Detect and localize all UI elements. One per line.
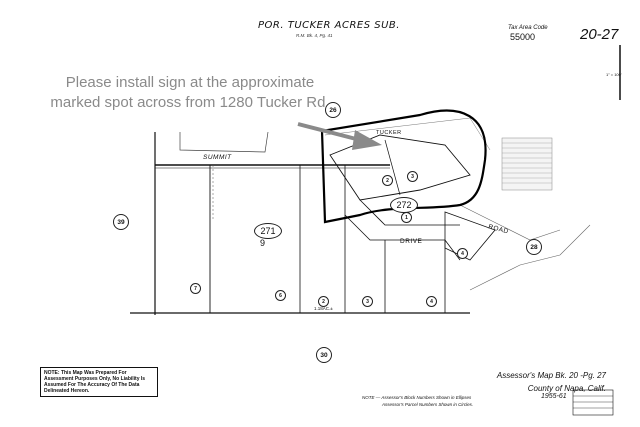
install-sign-annotation: Please install sign at the approximate m… [40, 73, 340, 113]
assessor-line-1: Assessor's Map Bk. 20 -Pg. 27 [496, 371, 606, 380]
annotation-line-1: Please install sign at the approximate [65, 74, 315, 91]
parcel-2-area: 1.18AC.± [314, 306, 333, 311]
map-title: POR. TUCKER ACRES SUB. [258, 20, 400, 31]
parcel-6: 6 [275, 290, 286, 301]
tax-area-code: 55000 [510, 32, 536, 42]
parcel-1: 1 [401, 212, 412, 223]
footnote-line-1: NOTE — Assessor's Block Numbers Shown in… [362, 395, 472, 400]
scale-label: 1" = 100' [606, 72, 622, 77]
parcel-2-top: 2 [382, 175, 393, 186]
assessor-map-info: Assessor's Map Bk. 20 -Pg. 27 County of … [486, 369, 606, 395]
parcel-4-bottom: 4 [426, 296, 437, 307]
assessor-line-2: County of Napa, Calif. [527, 384, 606, 393]
map-subtitle: R.M. Bk. 4, Pg. 41 [296, 33, 333, 38]
footnote-line-2: Assessor's Parcel Numbers Shown in Circl… [382, 402, 474, 407]
parcel-4-right: 4 [457, 248, 468, 259]
parcel-7: 7 [190, 283, 201, 294]
adjacent-map-26: 26 [325, 102, 341, 118]
adjacent-map-28: 28 [526, 239, 542, 255]
map-number: 20-27 [580, 26, 619, 43]
annotation-line-2: marked spot across from 1280 Tucker Rd. [50, 94, 330, 111]
street-tucker: TUCKER [376, 130, 402, 136]
block-271: 271 [254, 223, 282, 239]
block-272: 272 [390, 197, 418, 213]
ellipse-circle-footnote: NOTE — Assessor's Block Numbers Shown in… [362, 394, 473, 408]
disclaimer-note: NOTE: This Map Was Prepared For Assessme… [40, 367, 158, 397]
map-year: 1955-61 [541, 393, 567, 400]
street-drive: DRIVE [400, 238, 423, 245]
tax-area-label: Tax Area Code [508, 25, 548, 31]
adjacent-map-30: 30 [316, 347, 332, 363]
adjacent-map-39: 39 [113, 214, 129, 230]
parcel-3-bottom: 3 [362, 296, 373, 307]
parcel-2-bottom: 2 [318, 296, 329, 307]
parcel-3-top: 3 [407, 171, 418, 182]
street-summit: SUMMIT [203, 154, 232, 161]
block-271-sub: 9 [260, 238, 266, 248]
